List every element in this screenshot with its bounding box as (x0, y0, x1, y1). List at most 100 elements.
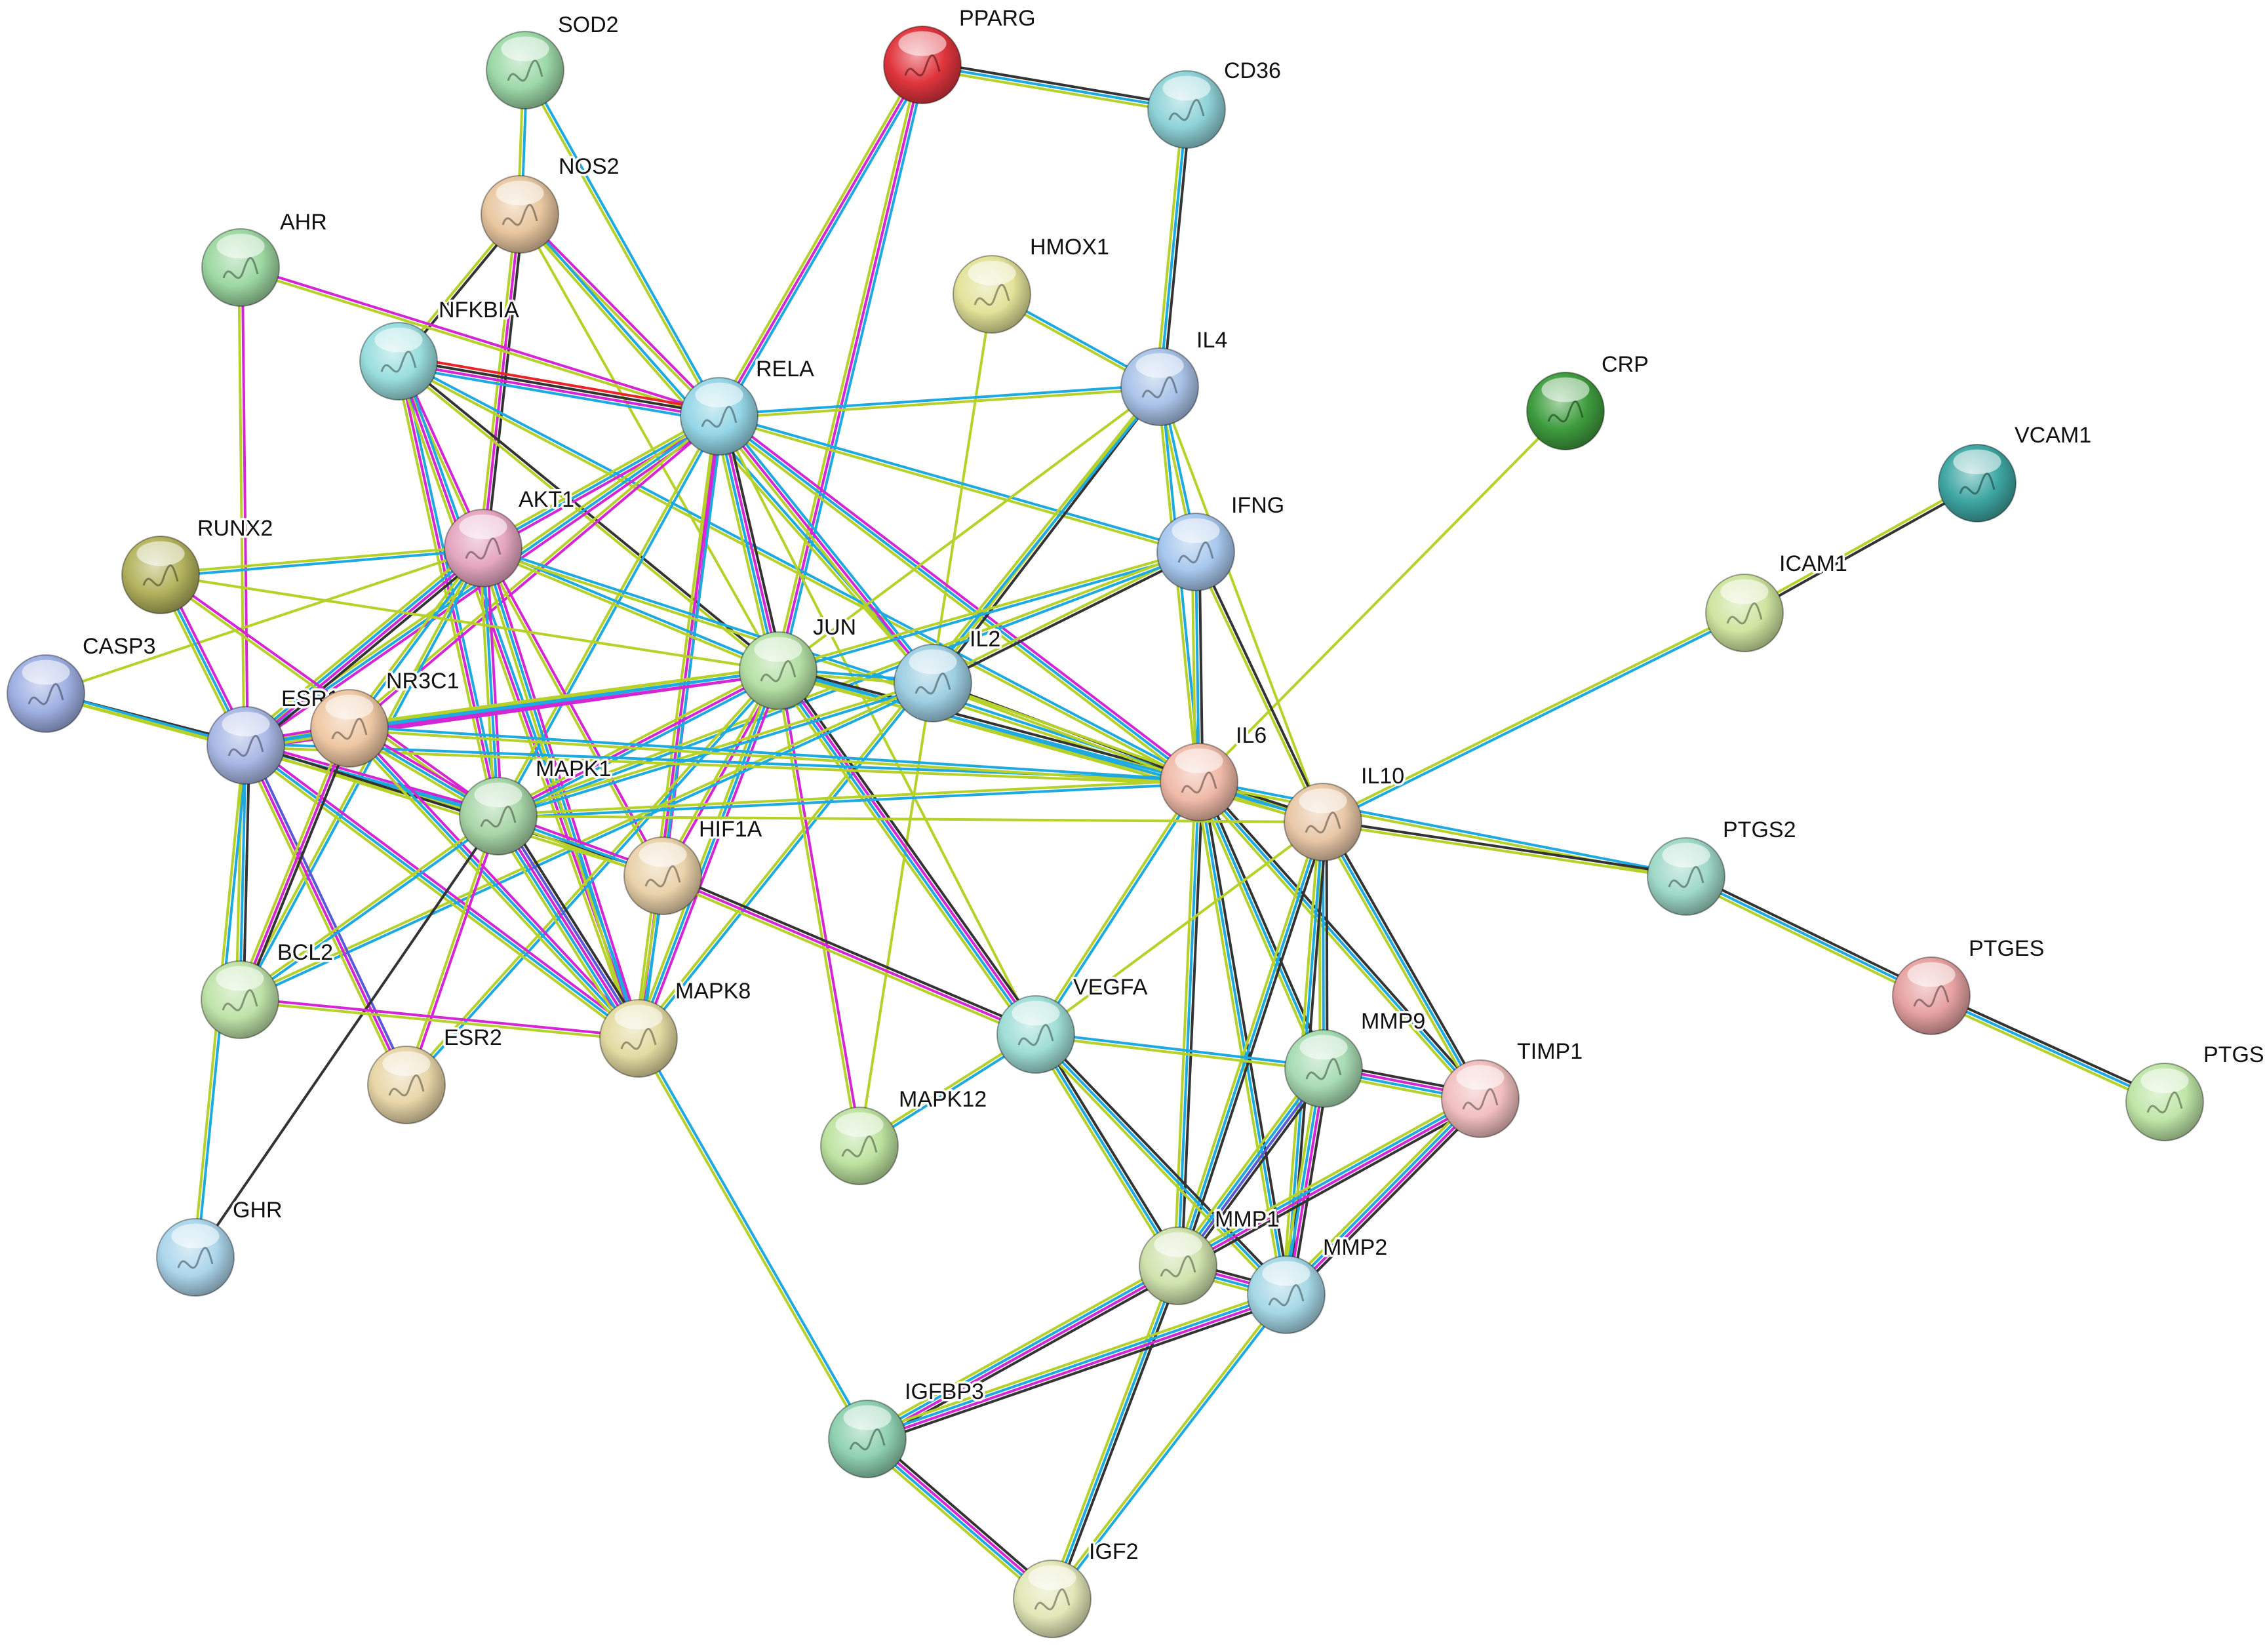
node-sod2[interactable]: SOD2 (486, 10, 621, 109)
node-ptgs2[interactable]: PTGS2 (1647, 816, 1798, 916)
edge-ahr-esr1[interactable] (237, 267, 249, 746)
edge-pparg-rela[interactable] (715, 62, 927, 419)
edge-crp-il6[interactable] (1198, 410, 1567, 783)
edge-mapk1-mapk8[interactable] (491, 812, 646, 1043)
edge-nr3c1-bcl2[interactable] (235, 726, 354, 1002)
edge-il10-timp1[interactable] (1318, 819, 1485, 1101)
edge-ifng-jun[interactable] (777, 549, 1197, 674)
edge-icam1-il10[interactable] (1321, 610, 1746, 825)
edge-esr1-bcl2[interactable] (235, 745, 251, 1000)
edge-akt1-casp3[interactable] (45, 547, 484, 695)
node-rela[interactable]: RELA (680, 355, 817, 456)
node-esr1[interactable]: ESR1 (207, 684, 342, 785)
edge-ptgs2-ptges[interactable] (1684, 872, 1934, 1000)
edge-ifng-il10[interactable] (1192, 550, 1326, 824)
node-ahr[interactable]: AHR (201, 208, 329, 307)
node-hmox1[interactable]: HMOX1 (953, 233, 1111, 334)
edge-il2-il10[interactable] (932, 682, 1324, 823)
node-ptges[interactable]: PTGES (1892, 934, 2047, 1035)
node-vegfa[interactable]: VEGFA (996, 973, 1150, 1074)
edge-mapk1-esr2[interactable] (403, 815, 502, 1086)
node-jun[interactable]: JUN (739, 613, 859, 710)
edge-il4-il10[interactable] (1158, 386, 1324, 823)
edge-jun-esr2[interactable] (404, 668, 781, 1088)
edge-mapk1-ghr[interactable] (194, 815, 500, 1259)
node-runx2[interactable]: RUNX2 (121, 514, 275, 614)
edge-timp1-mmp2[interactable] (1281, 1093, 1486, 1300)
node-ghr[interactable]: GHR (156, 1196, 285, 1297)
edge-jun-mapk12[interactable] (775, 670, 863, 1147)
edge-vegfa-mmp1[interactable] (1031, 1032, 1183, 1268)
edge-timp1-mmp1[interactable] (1175, 1093, 1484, 1272)
edge-akt1-il6[interactable] (482, 545, 1200, 785)
edge-igfbp3-igf2[interactable] (863, 1434, 1057, 1604)
edge-akt1-mapk1[interactable] (478, 547, 503, 817)
edge-jun-mapk1[interactable] (496, 666, 781, 821)
edge-akt1-runx2[interactable] (160, 545, 484, 578)
node-il2[interactable]: IL2 (894, 625, 1003, 722)
edge-rela-il6[interactable] (716, 412, 1202, 786)
edge-vegfa-mmp2[interactable] (1032, 1031, 1290, 1299)
edge-jun-nr3c1[interactable] (348, 665, 779, 734)
edge-vcam1-icam1[interactable] (1743, 480, 1979, 616)
edge-il2-bcl2[interactable] (239, 680, 934, 1003)
edge-il10-ptgs2[interactable] (1322, 819, 1687, 880)
edge-nfkbia-rela[interactable] (397, 354, 720, 423)
edge-mapk1-il10[interactable] (498, 815, 1324, 823)
edge-hif1a-vegfa[interactable] (661, 871, 1038, 1039)
edge-cd36-il4[interactable] (1154, 109, 1192, 387)
edge-nr3c1-mapk8[interactable] (345, 724, 642, 1042)
edge-nos2-jun[interactable] (519, 214, 779, 671)
node-pparg[interactable]: PPARG (883, 4, 1038, 104)
edge-nr3c1-il6[interactable] (349, 725, 1200, 785)
edge-il6-vegfa[interactable] (1033, 780, 1202, 1036)
edge-akt1-esr1[interactable] (241, 543, 488, 751)
node-ptgs[interactable]: PTGS (2125, 1040, 2265, 1141)
node-crp[interactable]: CRP (1526, 350, 1651, 450)
node-esr2[interactable]: ESR2 (367, 1023, 504, 1124)
node-mapk1[interactable]: MAPK1 (459, 755, 614, 856)
edge-mapk1-bcl2[interactable] (238, 814, 500, 1002)
node-ifng[interactable]: IFNG (1156, 491, 1287, 591)
node-akt1[interactable]: AKT1 (444, 485, 577, 587)
edge-rela-ifng[interactable] (718, 413, 1197, 555)
edge-bcl2-mapk8[interactable] (239, 996, 639, 1042)
node-igfbp3[interactable]: IGFBP3 (828, 1377, 986, 1478)
node-hif1a[interactable]: HIF1A (623, 815, 764, 915)
edge-esr1-esr2[interactable] (241, 743, 411, 1088)
edge-rela-vegfa[interactable] (718, 416, 1037, 1035)
edge-ifng-il2[interactable] (931, 549, 1198, 686)
node-vcam1[interactable]: VCAM1 (1938, 421, 2094, 522)
edge-rela-mapk1[interactable] (495, 414, 722, 818)
node-il4[interactable]: IL4 (1120, 326, 1230, 426)
edge-jun-vegfa[interactable] (772, 667, 1042, 1038)
node-il6[interactable]: IL6 (1160, 721, 1269, 821)
edge-runx2-jun[interactable] (160, 574, 779, 672)
node-nr3c1[interactable]: NR3C1 (310, 667, 462, 768)
node-cd36[interactable]: CD36 (1147, 56, 1283, 149)
node-mapk12[interactable]: MAPK12 (820, 1085, 989, 1185)
edge-mmp2-igfbp3[interactable] (865, 1288, 1289, 1446)
node-il10[interactable]: IL10 (1284, 762, 1407, 861)
edge-il10-vegfa[interactable] (1034, 821, 1324, 1036)
edge-rela-jun[interactable] (713, 414, 785, 673)
edge-il4-mapk8[interactable] (636, 385, 1162, 1040)
node-mapk8[interactable]: MAPK8 (599, 977, 753, 1078)
edge-mmp9-mmp1[interactable] (1172, 1064, 1329, 1270)
node-timp1[interactable]: TIMP1 (1441, 1037, 1585, 1138)
edge-pparg-cd36[interactable] (921, 60, 1188, 115)
node-nos2[interactable]: NOS2 (481, 152, 621, 254)
node-mmp2[interactable]: MMP2 (1247, 1233, 1390, 1334)
edge-ptges-ptgs[interactable] (1929, 991, 2167, 1107)
edge-il4-jun[interactable] (777, 385, 1161, 672)
edge-il2-mapk1[interactable] (497, 680, 934, 819)
node-mmp9[interactable]: MMP9 (1284, 1007, 1428, 1108)
edge-nfkbia-il6[interactable] (397, 358, 1201, 785)
edge-vegfa-mmp9[interactable] (1035, 1031, 1324, 1072)
node-icam1[interactable]: ICAM1 (1705, 549, 1849, 652)
edge-esr1-hif1a[interactable] (245, 742, 664, 879)
edge-il10-mmp1[interactable] (1173, 820, 1328, 1268)
edge-mmp1-igf2[interactable] (1047, 1264, 1183, 1601)
edge-il6-mapk1[interactable] (498, 779, 1200, 819)
edge-jun-mapk8[interactable] (633, 669, 783, 1040)
